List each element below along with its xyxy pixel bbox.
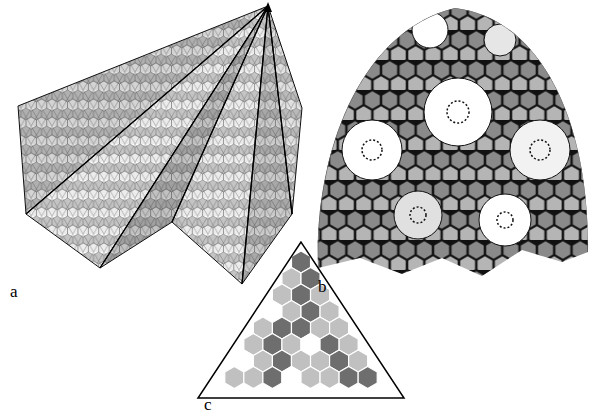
hexagon-tile: [301, 367, 320, 389]
hexagon-tile: [244, 367, 263, 389]
hexagon-triangle: [225, 251, 377, 389]
triangle-outline: [198, 242, 404, 398]
hexagon-tile: [282, 367, 301, 389]
panel-label: b: [318, 278, 327, 295]
hexagon-tile: [263, 367, 282, 389]
hexagon-tile: [339, 367, 358, 389]
hexagon-tile: [225, 367, 244, 389]
hexagon-tile: [320, 367, 339, 389]
panel-label: c: [204, 396, 212, 413]
hexagon-tile: [358, 367, 377, 389]
panel-label: a: [10, 283, 18, 300]
polyhedron-a: [18, 2, 302, 284]
dome-b: [310, 0, 597, 290]
